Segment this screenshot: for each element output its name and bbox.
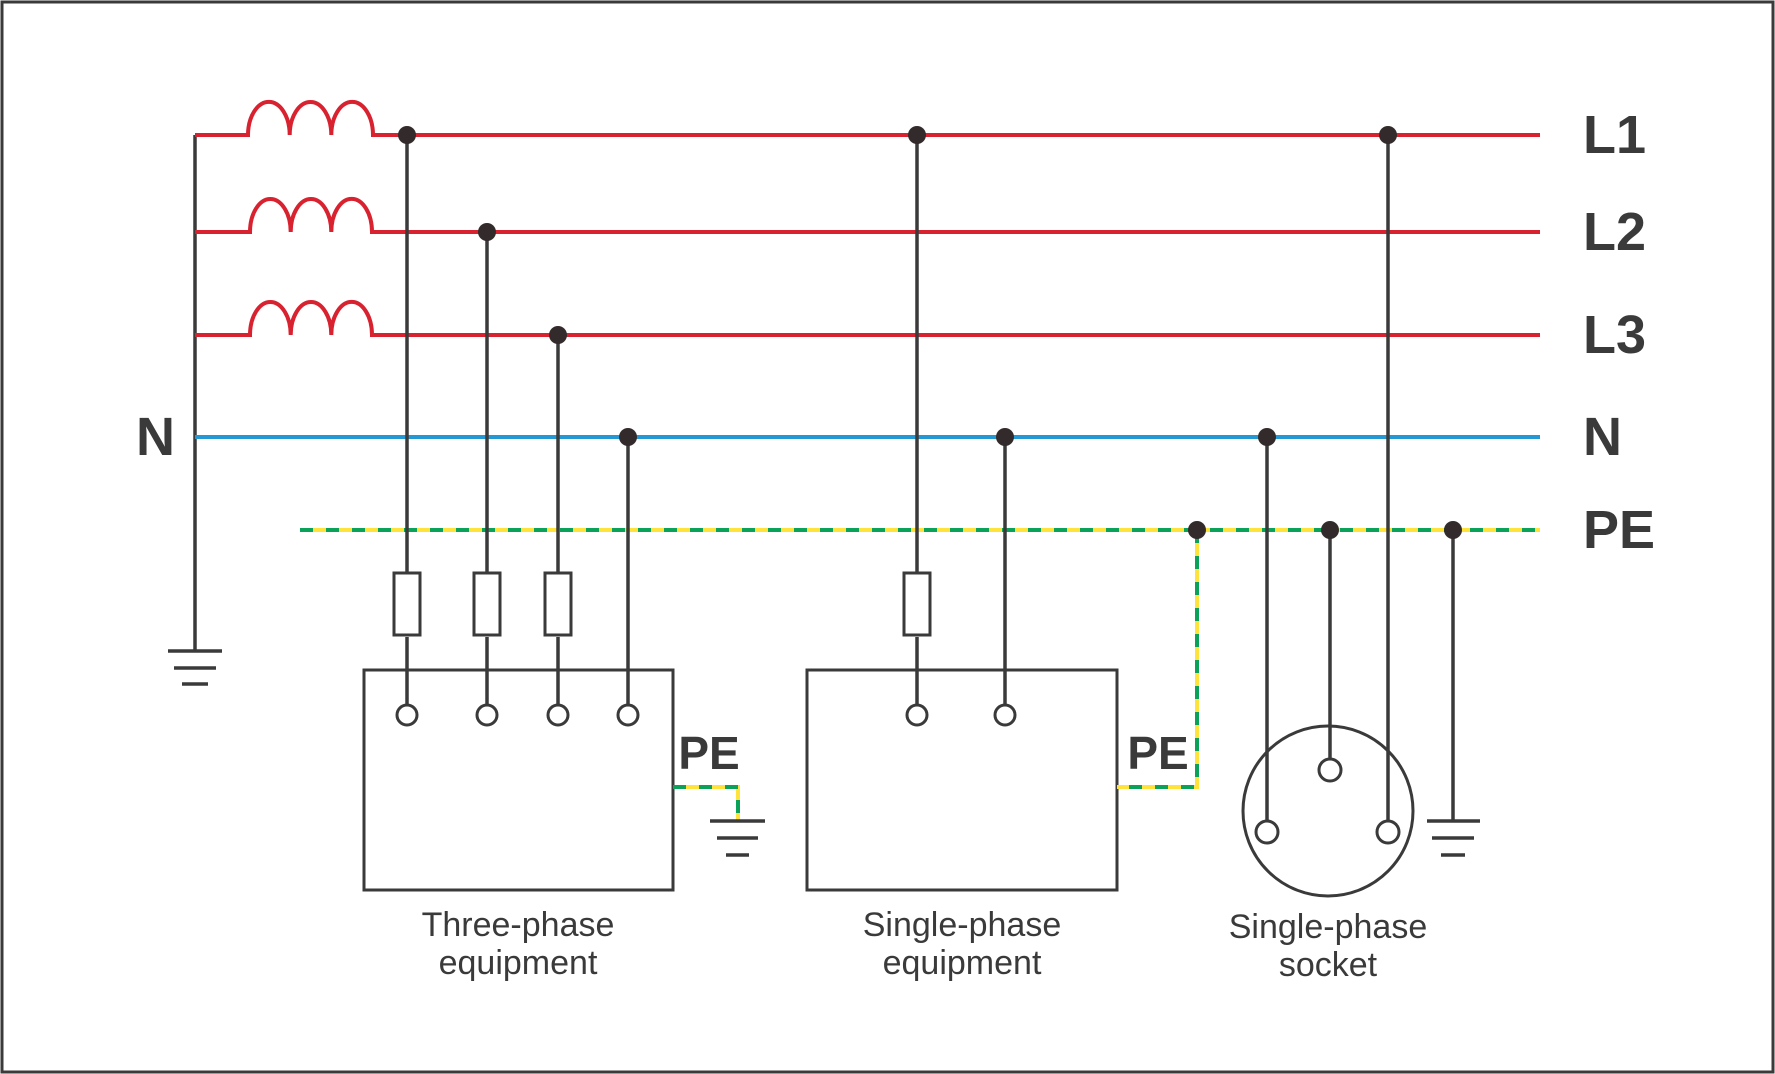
earth-ground-icon (1427, 819, 1480, 857)
junction-dot (1444, 521, 1462, 539)
fuse-icon (472, 571, 502, 637)
pe-link-three-phase (673, 785, 740, 821)
transformer-winding-icon-l1 (195, 99, 1540, 137)
pe-link-single-phase (1117, 530, 1199, 789)
phase-buses (195, 99, 1540, 337)
terminal-circle (475, 703, 499, 727)
junction-dot (1188, 521, 1206, 539)
bus-label-pe: PE (1583, 500, 1655, 560)
three-phase-caption-line1: Three-phase (422, 906, 615, 944)
junction-dots (398, 126, 1462, 539)
single-phase-caption-line2: equipment (883, 944, 1042, 982)
junction-dot (908, 126, 926, 144)
bus-label-l3: L3 (1583, 305, 1646, 365)
socket-caption-line1: Single-phase (1229, 908, 1427, 946)
terminal-circle (993, 703, 1017, 727)
junction-dot (1321, 521, 1339, 539)
fuse-icon (543, 571, 573, 637)
single-phase-caption-line1: Single-phase (863, 906, 1061, 944)
terminal-circle (905, 703, 929, 727)
fuse-icon (902, 571, 932, 637)
bus-labels: L1 L2 L3 N PE N (136, 105, 1655, 560)
junction-dot (619, 428, 637, 446)
socket-outline (1241, 724, 1415, 898)
terminal-circle (395, 703, 419, 727)
junction-dot (398, 126, 416, 144)
source-star-point (168, 135, 222, 686)
equipment-labels: PE PE Three-phase equipment Single-phase… (422, 727, 1428, 984)
bus-label-l2: L2 (1583, 202, 1646, 262)
three-phase-branch (362, 135, 765, 892)
single-phase-pe-label: PE (1127, 727, 1188, 779)
terminal-circle (616, 703, 640, 727)
bus-label-l1: L1 (1583, 105, 1646, 165)
junction-dot (549, 326, 567, 344)
source-earth-ground-icon (168, 649, 222, 686)
junction-dot (478, 223, 496, 241)
socket-l-pin (1375, 819, 1401, 845)
transformer-winding-icon-l3 (195, 299, 1540, 337)
single-phase-equipment-box (805, 668, 1119, 892)
junction-dot (1379, 126, 1397, 144)
socket-pe-pin (1317, 757, 1343, 783)
junction-dot (996, 428, 1014, 446)
fuse-icon (392, 571, 422, 637)
three-phase-caption-line2: equipment (439, 944, 598, 982)
socket-caption-line2: socket (1279, 946, 1378, 984)
three-phase-pe-label: PE (678, 727, 739, 779)
terminal-circle (546, 703, 570, 727)
junction-dot (1258, 428, 1276, 446)
earth-ground-icon (710, 819, 765, 857)
left-neutral-label: N (136, 407, 175, 467)
socket-branch (1241, 135, 1480, 898)
three-phase-equipment-box (362, 668, 675, 892)
transformer-winding-icon-l2 (195, 196, 1540, 234)
single-phase-branch (805, 135, 1199, 892)
socket-n-pin (1254, 819, 1280, 845)
bus-label-n: N (1583, 407, 1622, 467)
